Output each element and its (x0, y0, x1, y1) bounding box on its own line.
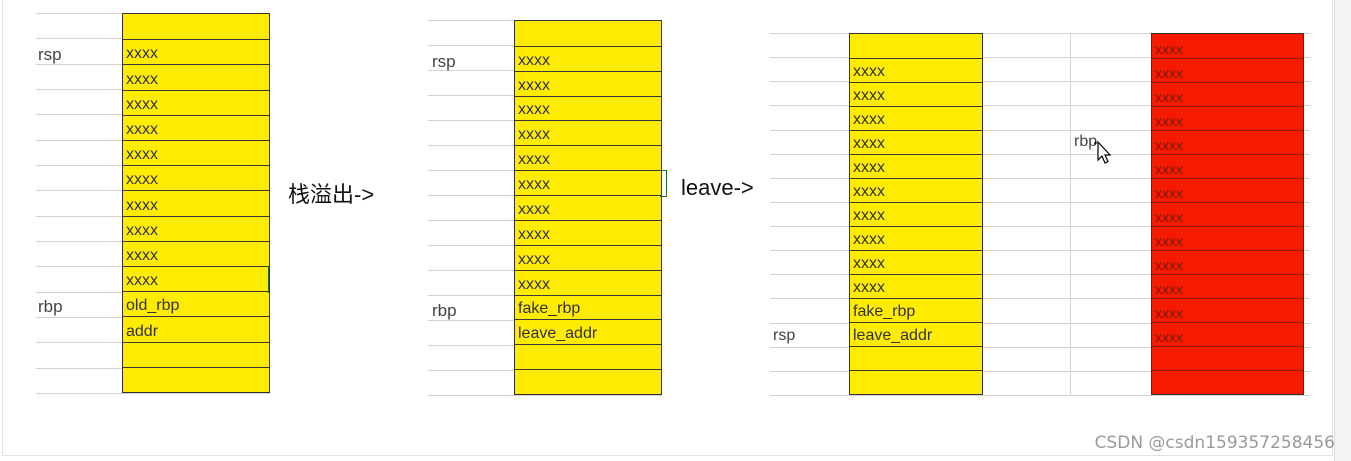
panel1-rbp-label: rbp (38, 297, 63, 316)
grid-row-line (36, 393, 270, 394)
stack-cell (850, 346, 982, 370)
grid-row-line (770, 298, 1310, 300)
csdn-watermark: CSDN @csdn159357258456 (1094, 433, 1335, 453)
stack-cell: xxxx (850, 250, 982, 274)
panel2-rsp-label: rsp (432, 52, 456, 71)
stack-cell: xxxx (123, 215, 269, 241)
stack-cell: xxxx (515, 145, 661, 170)
stack-cell: xxxx (850, 130, 982, 154)
stack-cell: xxxx (1152, 226, 1303, 250)
stack-cell: xxxx (515, 195, 661, 220)
stack-cell: xxxx (1152, 274, 1303, 298)
stack-cell: xxxx (123, 190, 269, 215)
stack-cell: xxxx (515, 170, 661, 195)
stack-cell: xxxx (1152, 82, 1303, 106)
stack-cell: fake_rbp (515, 294, 661, 320)
stack-cell: xxxx (1152, 322, 1303, 346)
mouse-cursor-icon (1094, 140, 1112, 164)
stack-cell: xxxx (515, 70, 661, 96)
stack-cell: xxxx (1152, 58, 1303, 82)
stack-cell (515, 369, 661, 394)
panel2-rbp-label: rbp (432, 301, 457, 320)
stack-cell: xxxx (515, 269, 661, 295)
stack-cell: xxxx (850, 58, 982, 82)
stack-cell: xxxx (1152, 130, 1303, 154)
stack-cell (850, 370, 982, 394)
stack-cell: xxxx (123, 39, 269, 64)
stack-cell: xxxx (123, 64, 269, 89)
stack-cell (850, 34, 982, 58)
stack-cell: xxxx (850, 82, 982, 106)
panel3-rsp-label: rsp (773, 327, 796, 344)
grid-row-line (770, 201, 1310, 203)
stack-cell: leave_addr (850, 322, 982, 346)
stack-cell: xxxx (850, 106, 982, 130)
stack-cell (1152, 346, 1303, 370)
stack-cell: xxxx (1152, 250, 1303, 274)
stack-cell: xxxx (850, 226, 982, 250)
panel3-sheet-grid (770, 33, 1310, 396)
grid-row-line (770, 129, 1310, 131)
grid-row-line (770, 153, 1310, 155)
stack-cell (123, 341, 269, 367)
stack-cell: xxxx (123, 266, 269, 291)
stack-cell: xxxx (1152, 178, 1303, 202)
grid-row-line (770, 395, 1310, 396)
sheet-frame (2, 0, 1333, 456)
stack-cell: xxxx (515, 45, 661, 71)
stack-cell: xxxx (1155, 41, 1183, 57)
stack-cell: xxxx (1152, 154, 1303, 178)
stack-cell: xxxx (123, 140, 269, 165)
stack-cell: xxxx (1152, 106, 1303, 130)
stack-cell: fake_rbp (850, 298, 982, 322)
grid-row-line (770, 57, 1310, 59)
panel2-bracket (660, 170, 667, 197)
stack-cell: xxxx (123, 89, 269, 115)
stack-cell: xxxx (515, 219, 661, 245)
stack-overflow-arrow: 栈溢出-> (288, 182, 375, 207)
stack-cell: xxxx (515, 244, 661, 270)
panel3-grid-divider (1070, 33, 1071, 395)
stack-cell: xxxx (515, 120, 661, 145)
grid-row-line (770, 226, 1310, 228)
stack-cell (515, 344, 661, 369)
panel1-rsp-label: rsp (38, 45, 62, 64)
stack-cell: xxxx (850, 178, 982, 202)
stack-cell: leave_addr (515, 319, 661, 344)
panel4-rbp-label: rbp (1074, 133, 1098, 150)
stack-cell: xxxx (515, 95, 661, 121)
stack-cell: addr (123, 316, 269, 341)
stack-cell: xxxx (850, 154, 982, 178)
vertical-scrollbar[interactable] (1334, 0, 1351, 461)
grid-row-line (770, 177, 1310, 179)
stack-cell: xxxx (123, 165, 269, 190)
stack-cell: xxxx (1152, 298, 1303, 322)
stack-cell (1152, 370, 1303, 394)
stack-cell (515, 21, 661, 46)
grid-row-line (770, 81, 1310, 83)
grid-row-line (770, 250, 1310, 252)
grid-row-line (770, 370, 1310, 372)
grid-row-line (770, 33, 1310, 34)
grid-row-line (770, 346, 1310, 348)
stack-cell: xxxx (850, 202, 982, 226)
stack-cell (123, 366, 269, 392)
grid-row-line (770, 322, 1310, 324)
stack-cell: xxxx (850, 274, 982, 298)
stack-cell (123, 14, 269, 39)
leave-arrow: leave-> (681, 175, 754, 200)
stack-cell: xxxx (123, 114, 269, 140)
stack-cell: xxxx (1152, 202, 1303, 226)
panel1-marker (268, 266, 269, 293)
grid-row-line (428, 395, 662, 396)
grid-row-line (770, 274, 1310, 276)
stack-cell: old_rbp (123, 291, 269, 316)
grid-row-line (770, 105, 1310, 107)
stack-cell: xxxx (123, 240, 269, 266)
